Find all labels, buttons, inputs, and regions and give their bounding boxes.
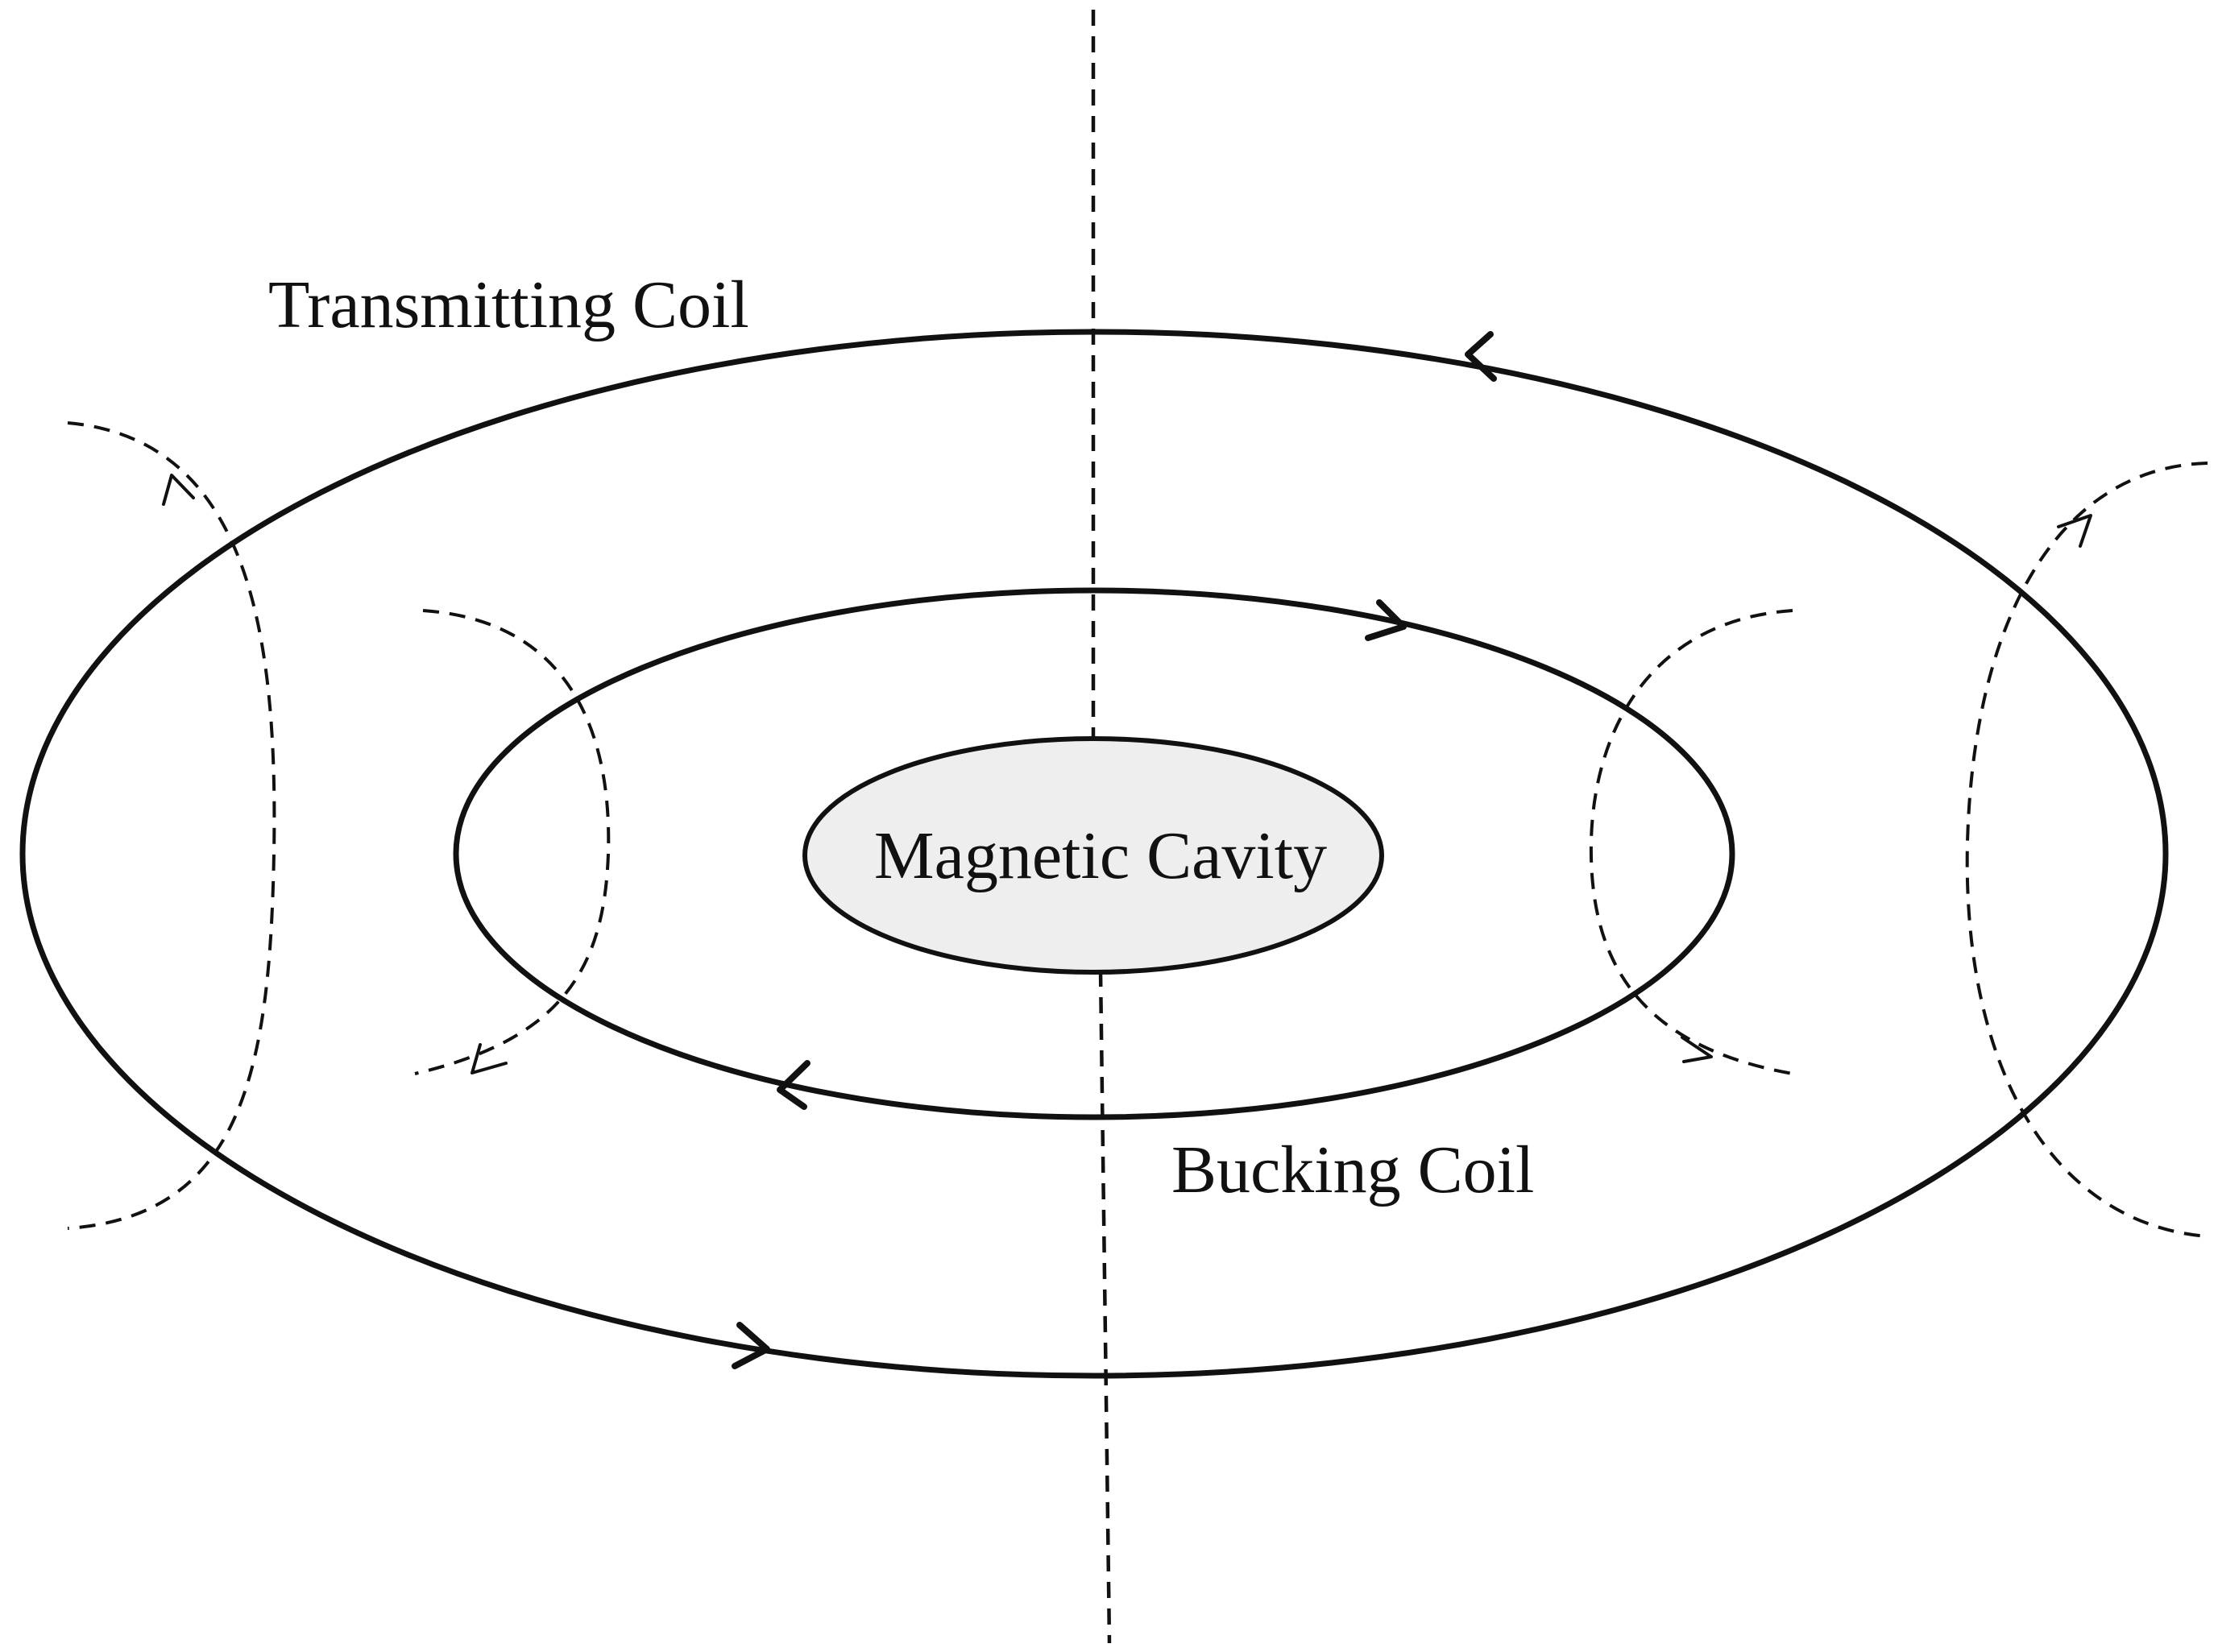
field-line-inner-right bbox=[1589, 609, 1793, 1075]
field-lines bbox=[67, 421, 2208, 1238]
bucking-coil bbox=[453, 587, 1735, 1120]
transmitting-coil bbox=[19, 329, 2169, 1379]
transmitting-coil-label: Transmitting Coil bbox=[268, 267, 749, 342]
magnetic-cavity bbox=[802, 736, 1384, 975]
field-arrow-inner-left bbox=[471, 1043, 508, 1074]
field-arrow-outer-left bbox=[162, 474, 195, 506]
field-direction-arrows bbox=[162, 474, 2092, 1074]
transmitting-coil-arrow-bottom bbox=[732, 1322, 770, 1369]
field-line-outer-left bbox=[67, 421, 276, 1230]
field-line-inner-left bbox=[414, 609, 611, 1075]
current-direction-arrows bbox=[732, 331, 1497, 1369]
field-arrow-outer-right bbox=[2057, 514, 2092, 548]
labels: Transmitting Coil Magnetic Cavity Buckin… bbox=[268, 267, 1534, 1207]
field-line-outer-right bbox=[1965, 462, 2208, 1238]
magnetic-cavity-label: Magnetic Cavity bbox=[874, 818, 1327, 893]
bucking-coil-arrow-bottom bbox=[777, 1060, 811, 1110]
field-arrow-inner-right bbox=[1681, 1036, 1713, 1063]
central-axis bbox=[1091, 10, 1112, 1644]
transmitting-coil-arrow-top bbox=[1465, 331, 1497, 382]
bucking-coil-label: Bucking Coil bbox=[1171, 1132, 1534, 1207]
bucking-coil-arrow-top bbox=[1365, 599, 1407, 641]
